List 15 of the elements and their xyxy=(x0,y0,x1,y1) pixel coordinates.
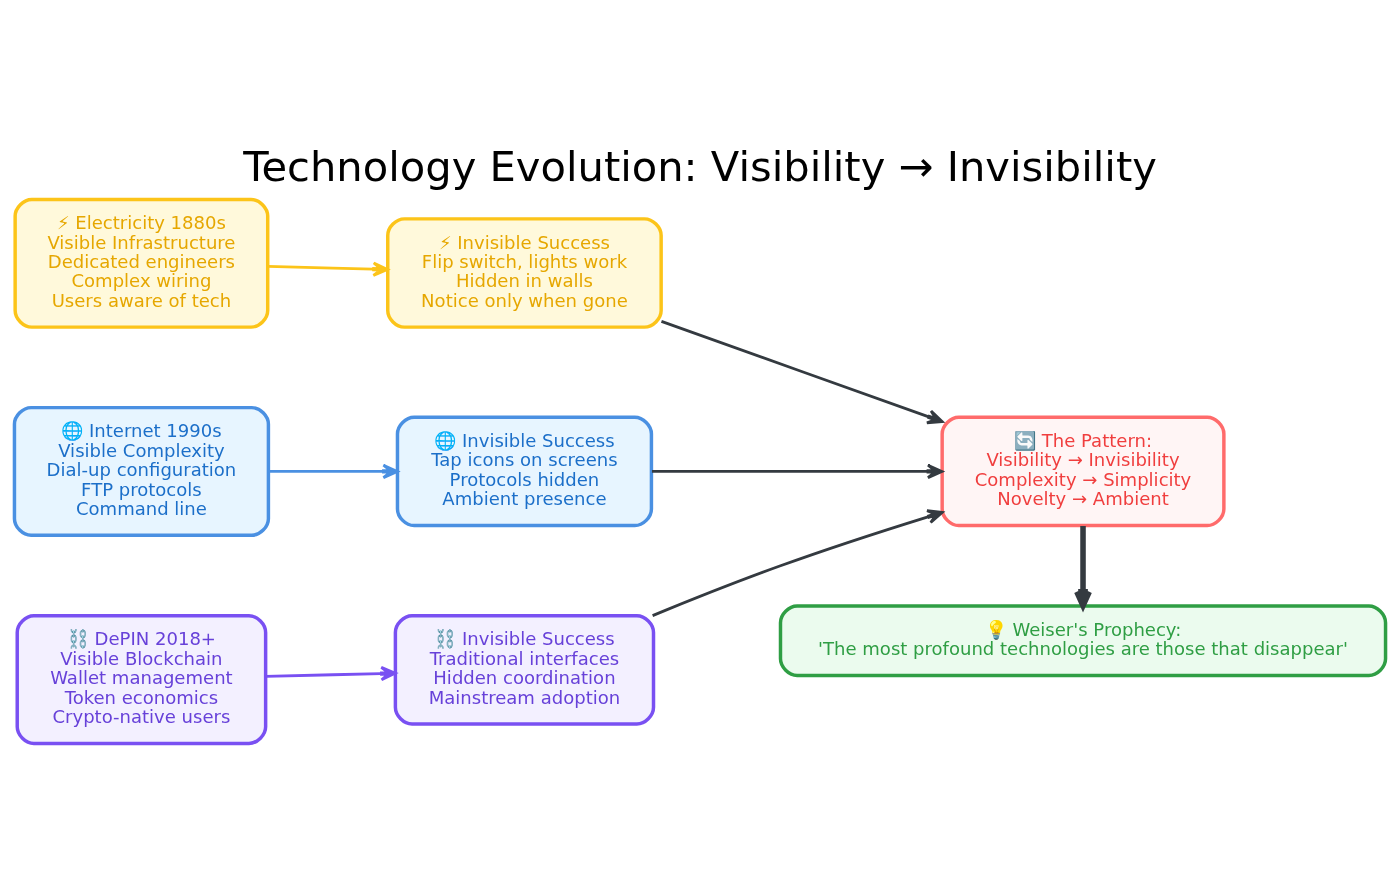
node-box: ⚡ Invisible Success Flip switch, lights work Hidden in walls Notice only when gone xyxy=(386,216,663,329)
node-box: 🔄 The Pattern: Visibility → Invisibility Complexity → Simplicity Novelty → Ambient xyxy=(940,415,1226,527)
arrow xyxy=(661,319,944,424)
node-box: ⚡ Electricity 1880s Visible Infrastructure Dedicated engineers Complex wiring Users aware of tech xyxy=(13,197,270,329)
diagram-title: Technology Evolution: Visibility → Invisibility xyxy=(243,141,1157,191)
arrow xyxy=(652,508,944,617)
node-box: ⛓ DePIN 2018+ Visible Blockchain Wallet management Token economics Crypto-native users xyxy=(15,613,268,745)
arrow xyxy=(651,463,944,479)
arrow xyxy=(265,665,397,681)
arrow xyxy=(267,261,389,277)
node-box: ⛓ Invisible Success Traditional interfaces Hidden coordination Mainstream adoption xyxy=(393,613,656,726)
arrow xyxy=(268,463,399,479)
node-box: 🌐 Invisible Success Tap icons on screens Protocols hidden Ambient presence xyxy=(395,415,654,527)
node-box: 🌐 Internet 1990s Visible Complexity Dial-up configuration FTP protocols Command line xyxy=(12,405,271,537)
node-box: 💡 Weiser's Prophecy: 'The most profound technologies are those that disappear' xyxy=(778,603,1388,677)
